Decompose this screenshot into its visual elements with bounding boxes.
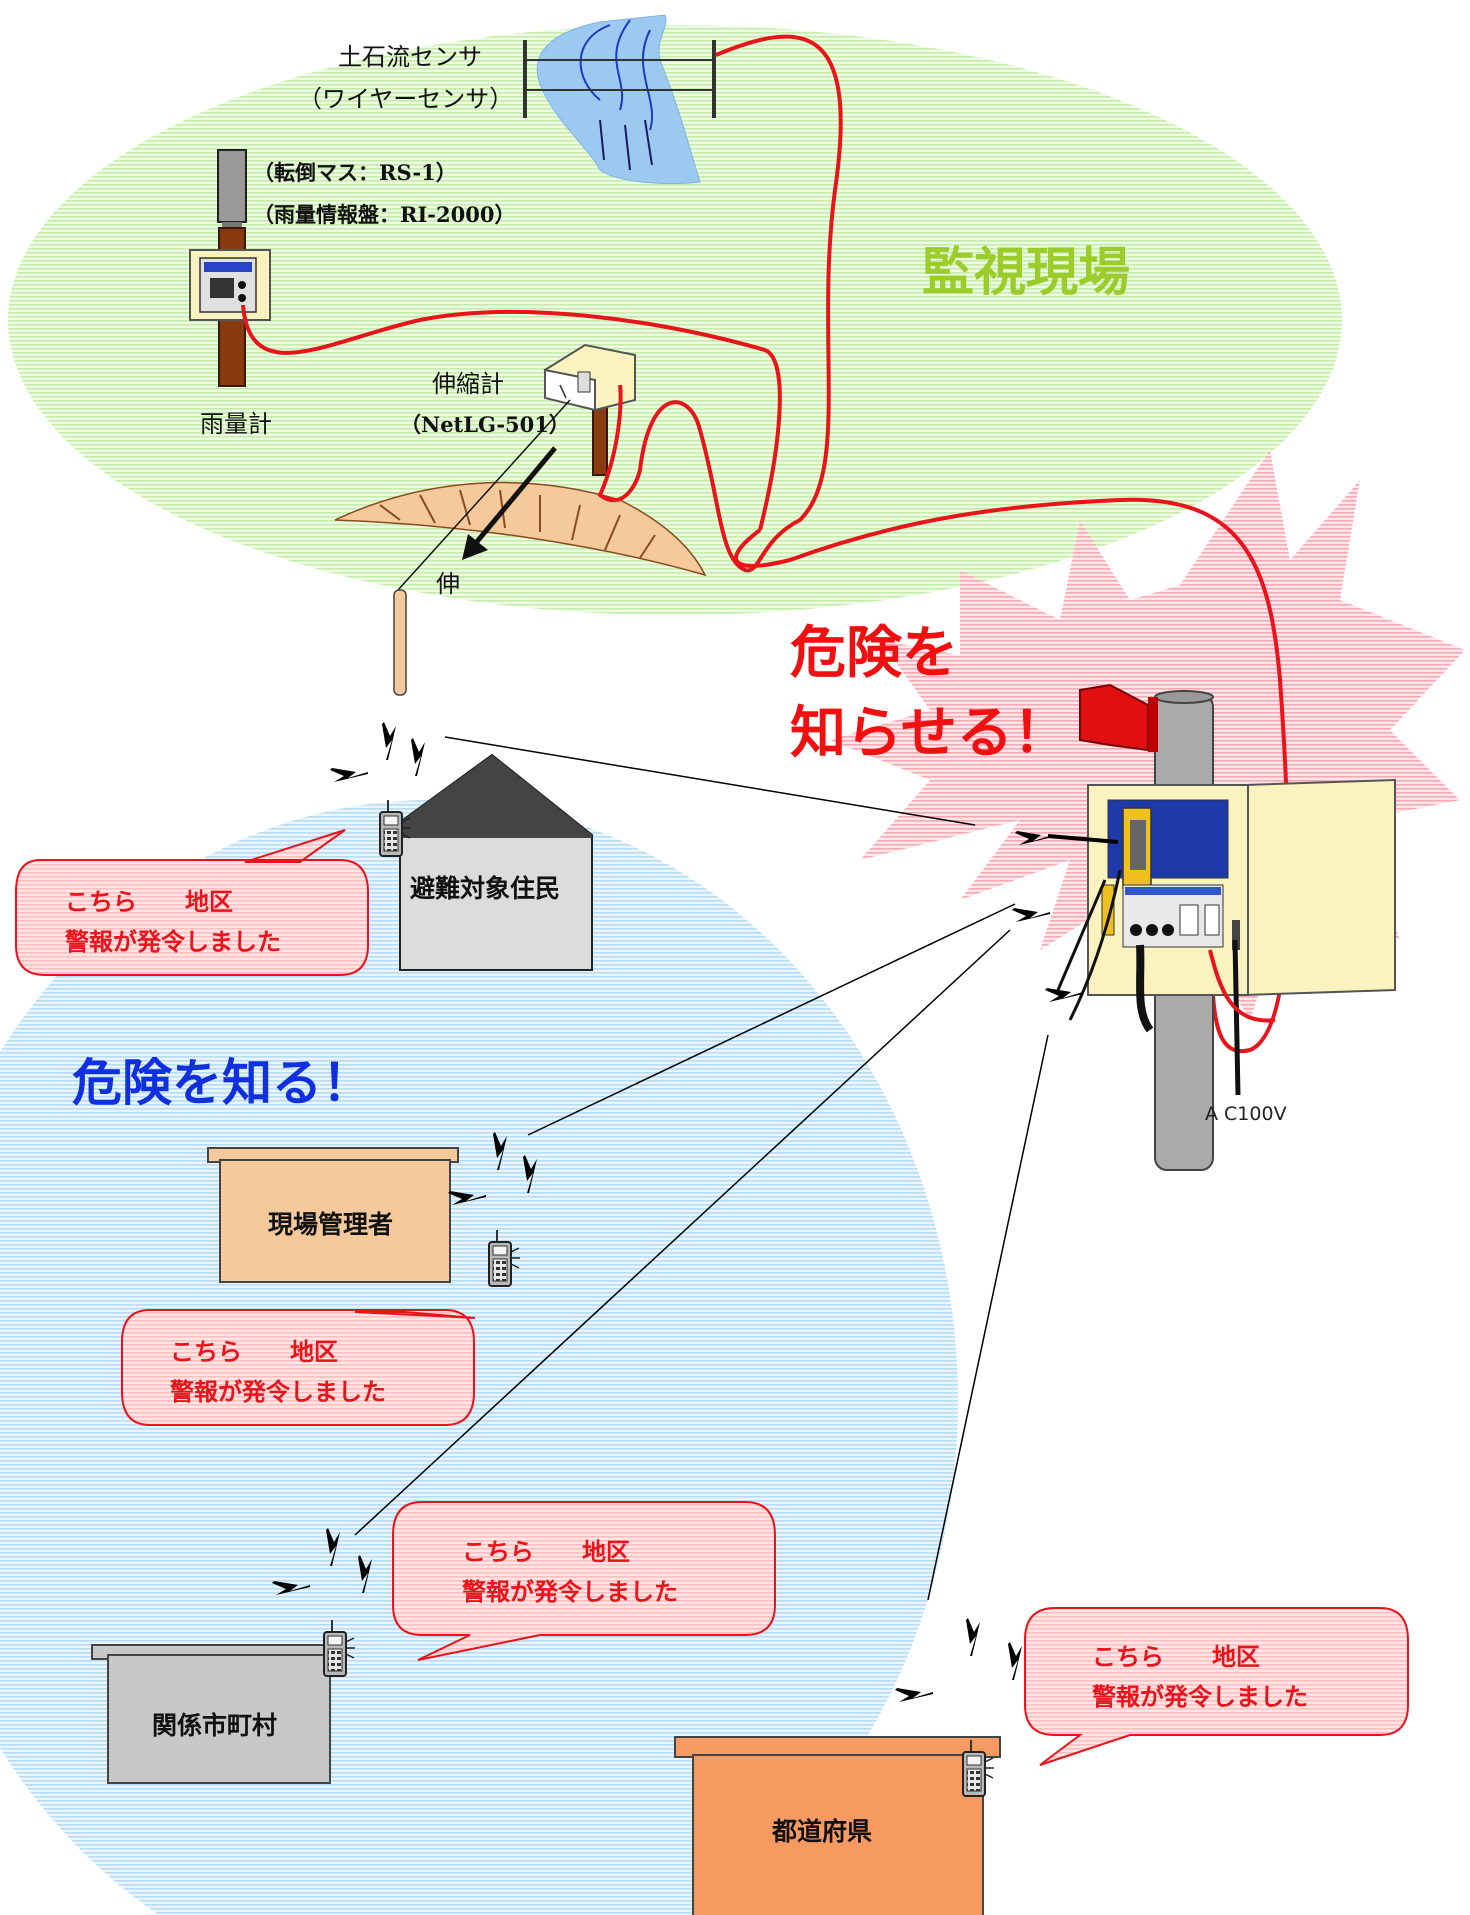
station-antennas — [1012, 831, 1119, 1002]
river-icon — [536, 14, 701, 185]
bubble-municipality-line1: こちら 地区 — [462, 1538, 630, 1566]
stretch-label: 伸 — [436, 570, 460, 598]
power-label: A C100V — [1205, 1103, 1287, 1125]
extensometer-name: 伸縮計 — [432, 370, 504, 398]
alarm-station — [1056, 683, 1396, 1171]
alarm-heading-line2: 知らせる！ — [790, 701, 1069, 766]
debris-sensor-name: 土石流センサ — [338, 43, 482, 71]
monitor-site-zone — [8, 25, 1342, 615]
tipping-mass-label: （転倒マス：RS-1） — [253, 160, 457, 185]
alarm-heading-line1: 危険を — [790, 621, 958, 686]
bubble-residents-line1: こちら 地区 — [65, 888, 233, 916]
rain-gauge-icon — [189, 149, 271, 387]
rain-info-panel-label: （雨量情報盤：RI-2000） — [253, 202, 515, 227]
control-box-icon — [1056, 778, 1396, 1096]
receivers-heading: 危険を知る！ — [72, 1054, 372, 1112]
wire-sensor — [523, 40, 716, 118]
residents-building — [399, 753, 593, 971]
bubble-municipality-line2: 警報が発令しました — [461, 1578, 678, 1606]
movement-arrow — [468, 446, 557, 552]
residents-label: 避難対象住民 — [410, 874, 560, 903]
bubble-prefecture-line1: こちら 地区 — [1092, 1643, 1260, 1671]
radio-links — [354, 736, 1049, 1601]
bubble-residents-line2: 警報が発令しました — [64, 928, 281, 956]
bubble-site-manager: こちら 地区 警報が発令しました — [121, 1309, 476, 1426]
bubble-site-manager-line1: こちら 地区 — [170, 1338, 338, 1366]
bubble-prefecture: こちら 地区 警報が発令しました — [1024, 1607, 1409, 1766]
siren-speaker-icon — [1079, 683, 1158, 752]
bubble-prefecture-line2: 警報が発令しました — [1091, 1683, 1308, 1711]
bubble-site-manager-line2: 警報が発令しました — [169, 1378, 386, 1406]
signal-wires — [241, 34, 1291, 1054]
municipality-label: 関係市町村 — [152, 1711, 277, 1740]
bubble-residents: こちら 地区 警報が発令しました — [15, 829, 369, 976]
rain-gauge-label: 雨量計 — [200, 410, 272, 438]
slope-icon — [334, 481, 707, 577]
site-manager-label: 現場管理者 — [268, 1210, 393, 1239]
receiver-zone — [0, 800, 958, 1915]
prefecture-label: 都道府県 — [771, 1817, 872, 1846]
extensometer-model: （NetLG-501） — [400, 412, 570, 437]
bubble-municipality: こちら 地区 警報が発令しました — [392, 1501, 776, 1661]
debris-sensor-type: （ワイヤーセンサ） — [298, 85, 513, 113]
prefecture-building — [674, 1736, 1001, 1915]
municipality-building — [91, 1644, 333, 1784]
site-manager-building — [207, 1147, 459, 1283]
monitor-site-heading: 監視現場 — [922, 243, 1130, 303]
extensometer-icon — [393, 343, 636, 696]
